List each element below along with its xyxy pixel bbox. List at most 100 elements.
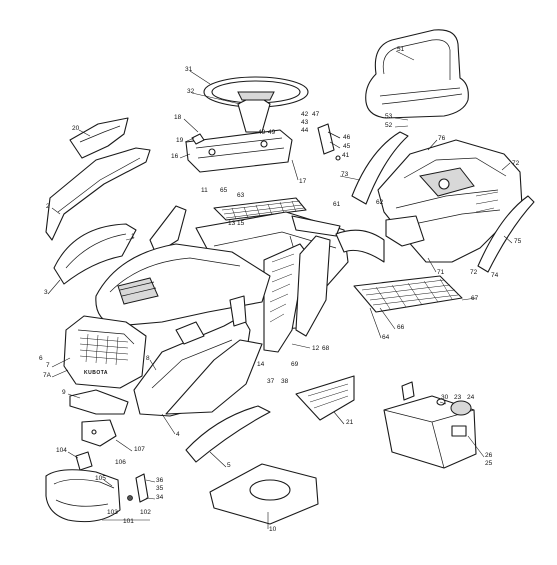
callout-c104: 104 — [56, 447, 67, 454]
callout-c36: 36 — [156, 477, 164, 484]
callout-c106: 106 — [115, 459, 126, 466]
seat-part — [365, 29, 469, 119]
callout-c37: 37 — [267, 378, 275, 385]
callout-c63: 63 — [237, 192, 245, 199]
callout-c66: 66 — [397, 324, 405, 331]
bracket-part — [317, 123, 341, 161]
callout-c72b: 72 — [470, 269, 478, 276]
callout-c72: 72 — [512, 160, 520, 167]
callout-c102: 102 — [140, 509, 151, 516]
callout-c7: 7 — [46, 362, 50, 369]
callout-c103: 103 — [107, 509, 118, 516]
front-guard-part — [45, 469, 121, 523]
steering-wheel-part — [203, 76, 309, 133]
callout-c69: 69 — [291, 361, 299, 368]
callout-c107: 107 — [134, 446, 145, 453]
fender-arc-part — [351, 131, 409, 205]
callout-c105: 105 — [95, 475, 106, 482]
callout-c17: 17 — [299, 178, 307, 185]
callout-c73: 73 — [341, 171, 349, 178]
callout-c13: 13 — [228, 220, 236, 227]
callout-c53: 53 — [385, 113, 393, 120]
fender-trim-part — [477, 195, 535, 273]
front-side-strip-part — [263, 243, 307, 353]
callout-c5: 5 — [227, 462, 231, 469]
callout-c6: 6 — [39, 355, 43, 362]
leader-lines — [47, 50, 513, 529]
hardware-part — [127, 473, 149, 503]
callout-c71: 71 — [437, 269, 445, 276]
callout-c21: 21 — [346, 419, 354, 426]
under-fender-part — [385, 215, 425, 247]
callout-c49b: 49 — [268, 129, 276, 136]
hood-part — [95, 243, 271, 327]
callout-c7a: 7A — [43, 372, 52, 379]
callout-c12: 12 — [312, 345, 320, 352]
callout-c9: 9 — [62, 389, 66, 396]
grille-label: KUBOTA — [84, 370, 108, 376]
callout-c42: 42 — [301, 111, 309, 118]
side-cover-part — [69, 117, 129, 159]
callout-c32: 32 — [187, 88, 195, 95]
callout-c43: 43 — [301, 119, 309, 126]
callout-c74: 74 — [491, 272, 499, 279]
clip-part — [75, 451, 93, 471]
front-bumper-bar-part — [69, 389, 129, 415]
callout-c52: 52 — [385, 122, 393, 129]
lower-side-rail-part — [53, 223, 137, 285]
callout-c35: 35 — [156, 485, 164, 492]
callout-c76: 76 — [438, 135, 446, 142]
callout-c23: 23 — [454, 394, 462, 401]
left-side-panel-part — [45, 147, 151, 241]
callout-c3: 3 — [44, 289, 48, 296]
callout-c10: 10 — [269, 526, 277, 533]
callout-c25: 25 — [485, 460, 493, 467]
callout-c19: 19 — [176, 137, 184, 144]
bumper-bracket-part — [81, 419, 117, 447]
callout-c4: 4 — [176, 431, 180, 438]
callout-c1: 1 — [131, 233, 135, 240]
underbody-pan-part — [209, 463, 319, 525]
callout-c11: 11 — [201, 187, 208, 194]
callout-c41: 41 — [342, 152, 350, 159]
callout-c46: 46 — [343, 134, 351, 141]
lower-rail-part — [185, 405, 271, 463]
dash-panel-part — [185, 129, 293, 173]
floor-mat-part — [353, 275, 463, 313]
callout-c30: 30 — [441, 394, 449, 401]
callout-c24: 24 — [467, 394, 475, 401]
callout-c62: 62 — [376, 199, 384, 206]
callout-c45: 45 — [343, 143, 351, 150]
callout-c20: 20 — [72, 125, 80, 132]
callout-c18: 18 — [174, 114, 182, 121]
callout-c64: 64 — [382, 334, 390, 341]
callout-c16: 16 — [171, 153, 179, 160]
callout-c61: 61 — [333, 201, 341, 208]
callout-c38: 38 — [281, 378, 289, 385]
fender-link-part — [335, 229, 385, 263]
callout-c75: 75 — [514, 238, 522, 245]
side-vent-plate-part — [295, 375, 355, 421]
callout-c31: 31 — [185, 66, 193, 73]
right-step-panel-part — [165, 339, 263, 415]
callout-c49a: 49 — [258, 129, 266, 136]
front-grille-part: KUBOTA — [63, 315, 147, 389]
callout-c2: 2 — [46, 203, 50, 210]
callout-c34: 34 — [156, 494, 164, 501]
fuel-tank-part — [383, 381, 477, 469]
callout-c68: 68 — [322, 345, 330, 352]
callout-c26: 26 — [485, 452, 493, 459]
step-plate-part — [213, 197, 307, 221]
callout-c8: 8 — [146, 355, 150, 362]
callout-c44: 44 — [301, 127, 309, 134]
callout-c51: 51 — [397, 46, 405, 53]
callout-c67: 67 — [471, 295, 479, 302]
callout-c65: 65 — [220, 187, 228, 194]
callout-c15: 15 — [237, 220, 245, 227]
callout-c101: 101 — [123, 518, 134, 525]
callout-c14: 14 — [257, 361, 265, 368]
center-side-panel-part — [295, 235, 331, 337]
callout-c47: 47 — [312, 111, 320, 118]
